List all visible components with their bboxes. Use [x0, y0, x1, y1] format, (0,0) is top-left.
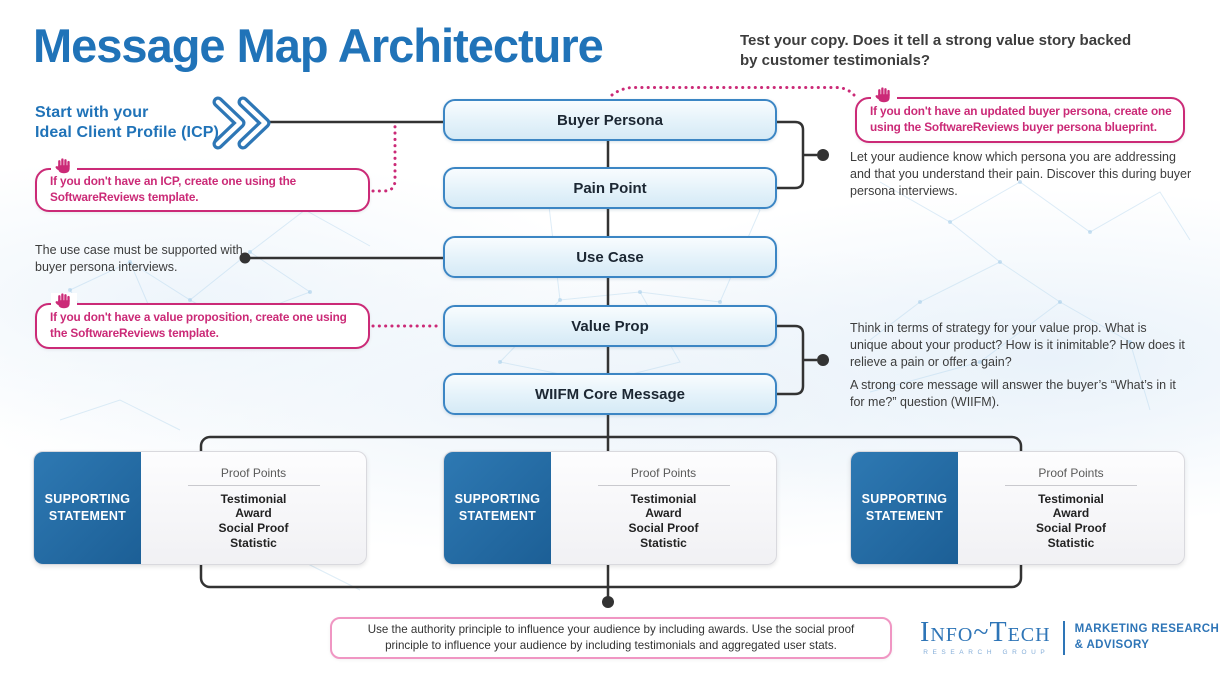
proof-item: Social Proof [218, 521, 289, 535]
page-title: Message Map Architecture [33, 19, 604, 72]
proof-item: Testimonial [220, 491, 287, 506]
proof-item: Statistic [640, 535, 687, 550]
callout-buyer-persona: If you don't have an updated buyer perso… [855, 87, 1185, 143]
header-tagline: Test your copy. Does it tell a strong va… [740, 32, 1132, 69]
divider [1005, 484, 1137, 486]
infotech-logo: Info~Tech RESEARCH GROUP MARKETING RESEA… [920, 617, 1220, 657]
start-label-line2: Ideal Client Profile (ICP) [35, 124, 219, 141]
proof-points-panel: Proof Points Testimonial Award Social Pr… [958, 452, 1184, 564]
proof-item: Award [645, 506, 682, 521]
note-use-case: The use case must be supported with buye… [35, 243, 243, 275]
callout-value-prop-text: If you don't have a value proposition, c… [50, 310, 347, 340]
proof-points-panel: Proof Points Testimonial Award Social Pr… [551, 452, 776, 564]
proof-item: Award [1052, 506, 1090, 521]
divider [187, 484, 320, 486]
note-core-message: A strong core message will answer the bu… [850, 378, 1176, 410]
infotech-wordmark: Info~Tech RESEARCH GROUP [920, 617, 1051, 657]
start-label: Start with your Ideal Client Profile (IC… [35, 103, 219, 143]
callout-icp: If you don't have an ICP, create one usi… [35, 158, 370, 212]
proof-item: Statistic [230, 535, 277, 550]
logo-division-label: MARKETING RESEARCH & ADVISORY [1074, 622, 1220, 651]
start-label-line1: Start with your [35, 104, 149, 121]
proof-item: Statistic [1047, 535, 1095, 550]
note-value-prop: Think in terms of strategy for your valu… [850, 321, 1185, 370]
logo-divider [1062, 620, 1065, 655]
callout-buyer-persona-text: If you don't have an updated buyer perso… [870, 104, 1172, 134]
proof-item: Testimonial [1038, 491, 1104, 506]
logo-subtitle: RESEARCH GROUP [923, 649, 1050, 656]
divider [597, 484, 730, 486]
flow-box-wiifm-core-message: WIIFM Core Message [443, 373, 777, 415]
callout-value-prop: If you don't have a value proposition, c… [35, 293, 370, 349]
hand-icon [51, 293, 77, 309]
proof-points-title: Proof Points [1038, 465, 1104, 480]
proof-item: Award [235, 506, 272, 521]
proof-item: Testimonial [630, 491, 697, 506]
logo-name: Info~Tech [920, 617, 1051, 648]
proof-points-title: Proof Points [630, 465, 697, 480]
proof-points-panel: Proof Points Testimonial Award Social Pr… [141, 452, 366, 564]
proof-item: Social Proof [628, 521, 699, 535]
flow-box-buyer-persona: Buyer Persona [443, 99, 777, 141]
callout-icp-text: If you don't have an ICP, create one usi… [50, 174, 297, 204]
footer-principle-note: Use the authority principle to influence… [330, 617, 892, 659]
hand-icon [871, 87, 897, 103]
double-chevron-icon [212, 96, 271, 150]
flow-box-pain-point: Pain Point [443, 167, 777, 209]
flow-box-value-prop: Value Prop [443, 305, 777, 347]
hand-icon [51, 158, 77, 174]
proof-points-title: Proof Points [220, 465, 287, 480]
note-persona-pain: Let your audience know which persona you… [850, 150, 1192, 199]
flow-box-use-case: Use Case [443, 236, 777, 278]
proof-item: Social Proof [1035, 521, 1106, 535]
